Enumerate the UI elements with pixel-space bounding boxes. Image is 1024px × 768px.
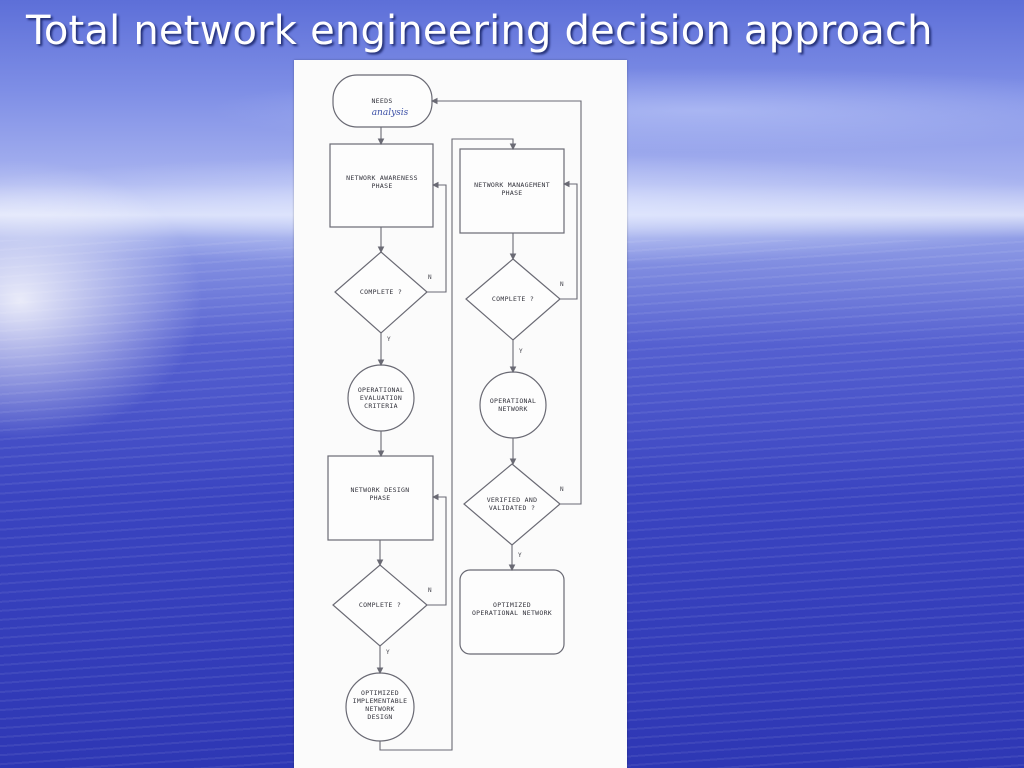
yes-label: Y (387, 336, 391, 343)
slide-title: Total network engineering decision appro… (26, 8, 933, 54)
evaluation-criteria-label: OPERATIONAL EVALUATION CRITERIA (357, 386, 405, 410)
optimized-network-label: OPTIMIZED OPERATIONAL NETWORK (471, 601, 553, 617)
no-label: N (428, 587, 432, 594)
connector-implementable-management (379, 138, 517, 751)
needs-handwritten-note: analysis (371, 108, 409, 118)
no-label: N (428, 274, 432, 281)
complete-label-2: COMPLETE ? (358, 601, 402, 609)
yes-label: Y (518, 552, 522, 559)
loop-verified-to-needs (430, 97, 582, 505)
network-management-label: NETWORK MANAGEMENT PHASE (474, 181, 550, 197)
operational-network-label: OPERATIONAL NETWORK (489, 397, 537, 413)
yes-label: Y (519, 348, 523, 355)
yes-label: Y (386, 649, 390, 656)
loop-design-retry (427, 493, 447, 606)
loop-awareness-retry (427, 181, 447, 293)
flowchart-image: NEEDS analysis NETWORK AWARENESS PHASE C… (294, 60, 627, 768)
needs-label: NEEDS (371, 97, 393, 105)
complete-label-3: COMPLETE ? (491, 295, 535, 303)
implementable-design-label: OPTIMIZED IMPLEMENTABLE NETWORK DESIGN (352, 689, 408, 721)
complete-label-1: COMPLETE ? (359, 288, 403, 296)
verified-label: VERIFIED AND VALIDATED ? (486, 496, 538, 512)
network-design-label: NETWORK DESIGN PHASE (350, 486, 410, 502)
no-label: N (560, 486, 564, 493)
no-label: N (560, 281, 564, 288)
loop-management-retry (560, 180, 578, 300)
network-awareness-label: NETWORK AWARENESS PHASE (346, 174, 418, 190)
network-design-box (327, 455, 434, 541)
flowchart-diagram (327, 74, 582, 751)
network-management-box (459, 148, 565, 234)
